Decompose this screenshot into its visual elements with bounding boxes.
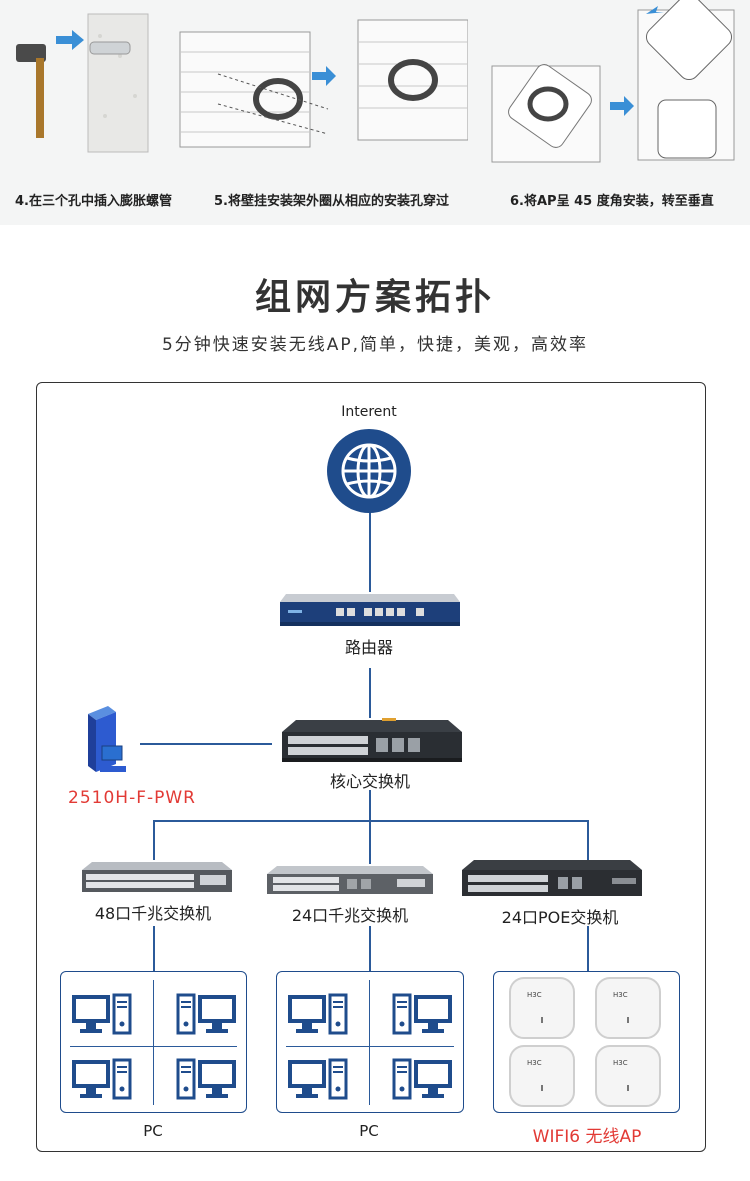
svg-text:H3C: H3C bbox=[527, 1059, 542, 1067]
connector-bus-mid bbox=[369, 820, 371, 864]
ap-group-label: WIFI6 无线AP bbox=[532, 1127, 642, 1147]
topology-frame bbox=[36, 382, 706, 1152]
svg-text:H3C: H3C bbox=[613, 1059, 628, 1067]
pc-icon bbox=[72, 1058, 132, 1100]
pc-group-2 bbox=[276, 971, 464, 1113]
step4-illustration bbox=[16, 13, 149, 153]
connector-sw1-pc bbox=[153, 926, 155, 971]
connector-internet-router bbox=[369, 512, 371, 592]
connector-sw2-pc bbox=[369, 926, 371, 971]
pc-group-1 bbox=[60, 971, 247, 1113]
pc-icon bbox=[176, 993, 236, 1035]
server-label: 2510H-F-PWR bbox=[68, 788, 196, 808]
access-point-icon: H3C bbox=[509, 977, 575, 1039]
connector-sw3-ap bbox=[587, 926, 589, 971]
connector-bus-right bbox=[587, 820, 589, 860]
server-icon bbox=[88, 706, 126, 772]
switch-48-icon bbox=[82, 862, 232, 892]
pc-group-1-vdivider bbox=[153, 980, 154, 1105]
switch-48-label: 48口千兆交换机 bbox=[94, 904, 212, 923]
access-point-icon: H3C bbox=[595, 977, 661, 1039]
pc-icon bbox=[288, 1058, 348, 1100]
router-icon bbox=[280, 594, 460, 626]
pc-group-2-vdivider bbox=[369, 980, 370, 1105]
pc-group-2-hdivider bbox=[286, 1046, 454, 1047]
internet-label: Interent bbox=[341, 404, 397, 420]
core-switch-label: 核心交换机 bbox=[329, 772, 410, 791]
access-point-icon: H3C bbox=[509, 1045, 575, 1107]
ap-grid: H3C H3C H3C H3C bbox=[507, 975, 667, 1111]
svg-text:H3C: H3C bbox=[613, 991, 628, 999]
pc-icon bbox=[288, 993, 348, 1035]
switch-poe-label: 24口POE交换机 bbox=[501, 908, 619, 927]
step-caption-6: 6.将AP呈 45 度角安装，转至垂直 bbox=[510, 194, 714, 209]
step5-illustration bbox=[179, 19, 468, 148]
step6-illustration bbox=[491, 0, 735, 163]
connector-router-core bbox=[369, 668, 371, 718]
ap-group bbox=[493, 971, 680, 1113]
core-switch-icon bbox=[282, 718, 462, 762]
switch-24-label: 24口千兆交换机 bbox=[291, 906, 409, 925]
globe-icon bbox=[327, 429, 411, 513]
section-subtitle: 5分钟快速安装无线AP,简单，快捷，美观，高效率 bbox=[161, 335, 589, 355]
section-title: 组网方案拓扑 bbox=[254, 277, 495, 318]
switch-24-icon bbox=[267, 866, 433, 894]
router-label: 路由器 bbox=[344, 638, 393, 657]
pc-icon bbox=[72, 993, 132, 1035]
pc-group-2-label: PC bbox=[359, 1122, 379, 1140]
connector-bus-left bbox=[153, 820, 155, 860]
connector-core-bus bbox=[369, 790, 371, 820]
pc-icon bbox=[392, 993, 452, 1035]
step-caption-4: 4.在三个孔中插入膨胀螺管 bbox=[15, 194, 172, 209]
access-point-icon: H3C bbox=[595, 1045, 661, 1107]
pc-group-1-label: PC bbox=[143, 1122, 163, 1140]
pc-icon bbox=[392, 1058, 452, 1100]
connector-server-core bbox=[140, 743, 272, 745]
install-steps: 4.在三个孔中插入膨胀螺管 5.将壁挂安装架外圈从相应的安装孔穿过 6.将AP呈… bbox=[0, 0, 750, 225]
connector-bus bbox=[153, 820, 588, 822]
step-caption-5: 5.将壁挂安装架外圈从相应的安装孔穿过 bbox=[214, 194, 449, 209]
pc-icon bbox=[176, 1058, 236, 1100]
switch-poe-icon bbox=[462, 860, 642, 896]
svg-text:H3C: H3C bbox=[527, 991, 542, 999]
